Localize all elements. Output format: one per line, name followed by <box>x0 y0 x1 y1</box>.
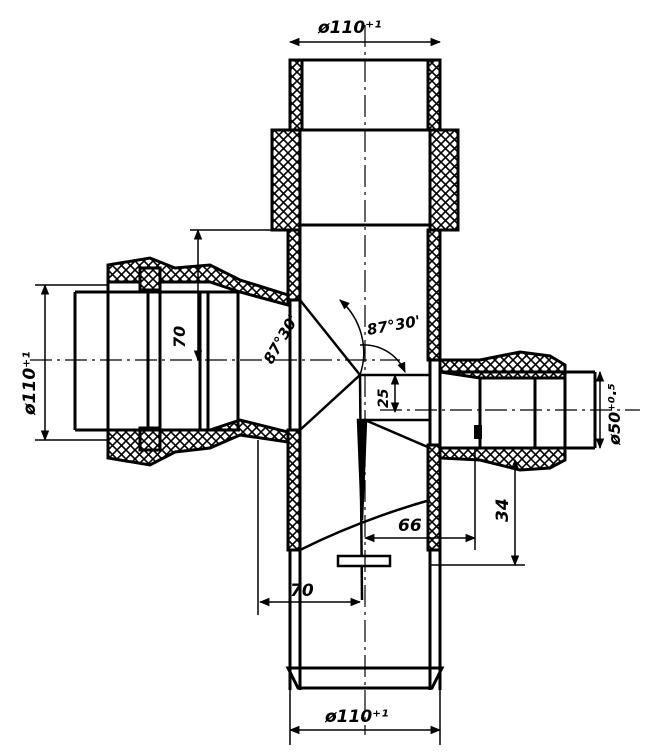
top-socket-coupling <box>270 58 460 232</box>
bottom-horizontal-label: 70 <box>290 581 314 601</box>
dimension-lines <box>35 37 605 745</box>
angle-right-label: 87°30' <box>366 312 422 339</box>
internal-cone <box>299 299 431 601</box>
horizontal-right-label: 66 <box>398 516 422 536</box>
vertical-right-label: 34 <box>493 498 513 522</box>
right-diameter-label: ø50⁺⁰·⁵ <box>605 383 624 446</box>
top-diameter-label: ø110⁺¹ <box>317 18 382 38</box>
bottom-flange <box>285 666 445 690</box>
left-height-label: 70 <box>170 326 189 348</box>
angle-left-label: 87°30' <box>260 311 303 367</box>
right-branch-socket <box>438 350 597 472</box>
bottom-diameter-label: ø110⁺¹ <box>324 707 389 727</box>
main-pipe-walls <box>286 228 442 552</box>
offset-small-label: 25 <box>376 388 392 408</box>
left-diameter-label: ø110⁺¹ <box>20 351 40 416</box>
left-branch-socket <box>73 256 290 467</box>
